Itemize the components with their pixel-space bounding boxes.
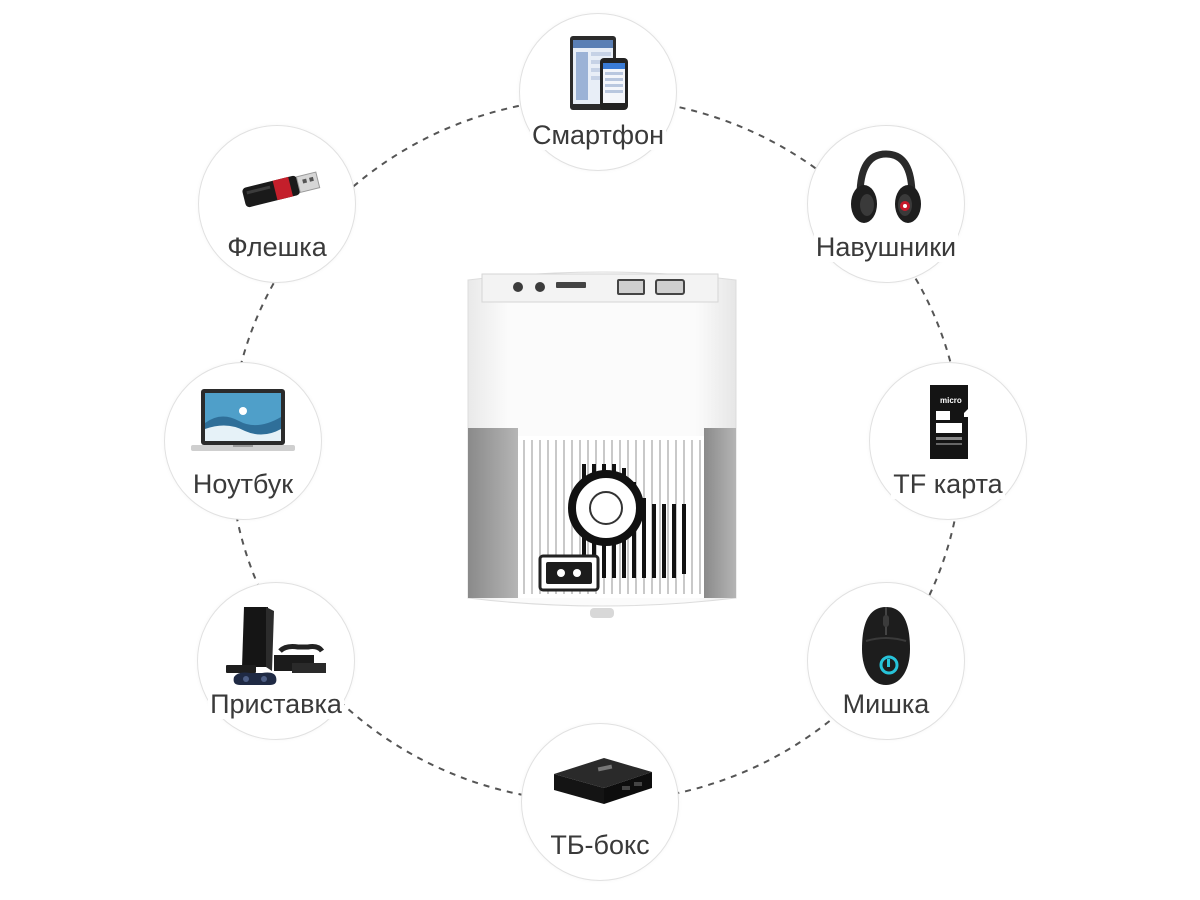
device-label-wrapper: Флешка	[159, 232, 395, 263]
device-node-usb-flash: Флешка	[198, 125, 356, 283]
svg-text:micro: micro	[940, 396, 962, 405]
projector-back-panel	[466, 268, 738, 624]
device-label-wrapper: Навушники	[768, 232, 1004, 263]
device-label: Смартфон	[529, 120, 666, 150]
device-label: Навушники	[813, 232, 959, 262]
tv-box-icon	[540, 742, 660, 834]
game-console-icon	[216, 601, 336, 693]
device-node-tf-card: micro TF карта	[869, 362, 1027, 520]
device-label-wrapper: Смартфон	[480, 120, 716, 151]
laptop-icon	[183, 381, 303, 473]
headphones-icon	[826, 144, 946, 236]
device-label-wrapper: TF карта	[830, 469, 1066, 500]
device-node-headphones: Навушники	[807, 125, 965, 283]
device-label: Ноутбук	[190, 469, 296, 499]
microsd-card-icon: micro	[888, 381, 1008, 473]
device-label-wrapper: Приставка	[158, 689, 394, 720]
device-label: Приставка	[208, 689, 344, 719]
smartphone-tablet-icon	[538, 32, 658, 124]
device-label: Мишка	[840, 689, 932, 719]
device-label-wrapper: ТБ-бокс	[482, 830, 718, 861]
device-label-wrapper: Мишка	[768, 689, 1004, 720]
projector-back-panel-icon	[467, 271, 737, 618]
device-label: ТБ-бокс	[548, 830, 652, 860]
device-node-console: Приставка	[197, 582, 355, 740]
usb-flash-drive-icon	[217, 144, 337, 236]
mouse-icon	[826, 601, 946, 693]
device-node-mouse: Мишка	[807, 582, 965, 740]
device-node-tv-box: ТБ-бокс	[521, 723, 679, 881]
device-label-wrapper: Ноутбук	[125, 469, 361, 500]
device-node-smartphone: Смартфон	[519, 13, 677, 171]
device-node-laptop: Ноутбук	[164, 362, 322, 520]
device-label: Флешка	[225, 232, 329, 262]
device-label: TF карта	[891, 469, 1005, 499]
